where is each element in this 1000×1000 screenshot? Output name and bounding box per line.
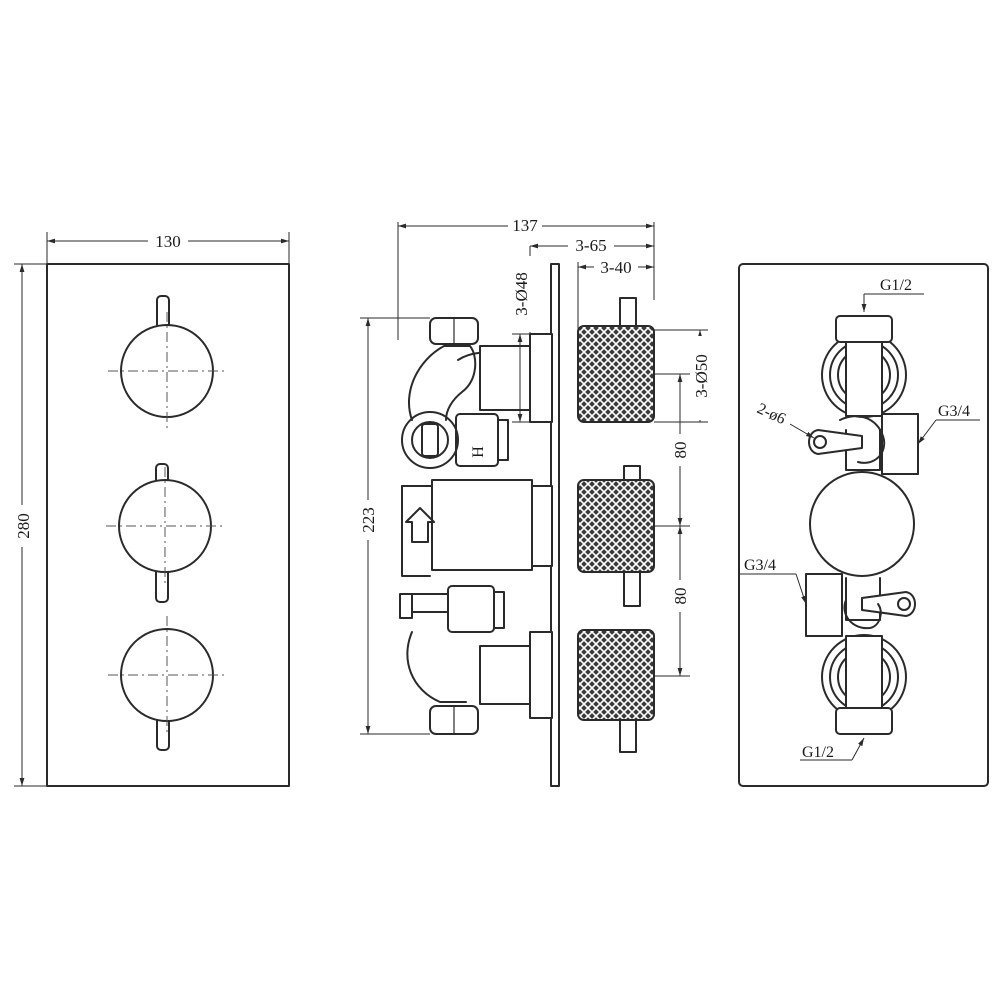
overall-height-dimension: 223 <box>356 317 430 735</box>
knurled-handle-bottom <box>577 629 655 753</box>
overall-height-label: 223 <box>359 507 378 533</box>
left-inlet-callout: G3/4 <box>740 557 807 605</box>
width-dimension: 130 <box>46 230 290 264</box>
fixing-holes-label: 2-ø6 <box>754 400 788 428</box>
escutcheon-dia-label: 3-Ø48 <box>512 272 531 315</box>
escutcheon-dimension: 3-Ø48 <box>510 256 536 423</box>
handle-spacing-dimension: 80 80 <box>654 373 690 677</box>
rear-body <box>805 413 919 637</box>
top-outlet-label: G1/2 <box>880 277 912 294</box>
handle-bottom <box>108 616 226 751</box>
right-inlet-callout: G3/4 <box>917 403 980 445</box>
flow-arrow <box>405 507 435 543</box>
front-view: 130 280 <box>10 230 290 787</box>
bottom-outlet-callout: G1/2 <box>800 737 865 761</box>
handle-dia-dimension: 3-Ø50 <box>654 329 712 423</box>
width-label: 130 <box>155 232 181 251</box>
rear-view: G1/2 G3/4 2-ø6 G3/4 G1/2 <box>738 263 989 787</box>
knurl-grip <box>577 325 655 423</box>
handle-top <box>108 295 226 430</box>
handle-length-label: 3-40 <box>600 258 631 277</box>
spacing-upper-label: 80 <box>671 442 690 459</box>
side-view: 137 3-65 3-40 <box>356 214 712 787</box>
top-outlet-callout: G1/2 <box>861 277 924 312</box>
right-inlet-label: G3/4 <box>938 403 970 420</box>
handle-middle <box>106 463 224 603</box>
knurled-handle-top <box>577 297 655 423</box>
faceplate <box>46 263 290 787</box>
knurled-handle-middle <box>577 465 655 607</box>
handle-projection-label: 3-65 <box>575 236 606 255</box>
height-dimension: 280 <box>10 263 47 787</box>
spacing-lower-label: 80 <box>671 588 690 605</box>
top-outlet <box>821 315 907 418</box>
bottom-outlet <box>821 634 907 735</box>
hot-marking: H <box>470 446 487 458</box>
valve-body: H <box>399 317 553 735</box>
handle-length-dimension: 3-40 <box>577 258 654 330</box>
bottom-outlet-label: G1/2 <box>802 744 834 761</box>
handle-dia-label: 3-Ø50 <box>692 354 711 397</box>
depth-label: 137 <box>512 216 538 235</box>
fixing-holes-callout: 2-ø6 <box>754 400 815 439</box>
height-label: 280 <box>14 513 33 539</box>
left-inlet-label: G3/4 <box>744 557 776 574</box>
depth-dimension: 137 <box>397 214 655 340</box>
rear-panel <box>738 263 989 787</box>
